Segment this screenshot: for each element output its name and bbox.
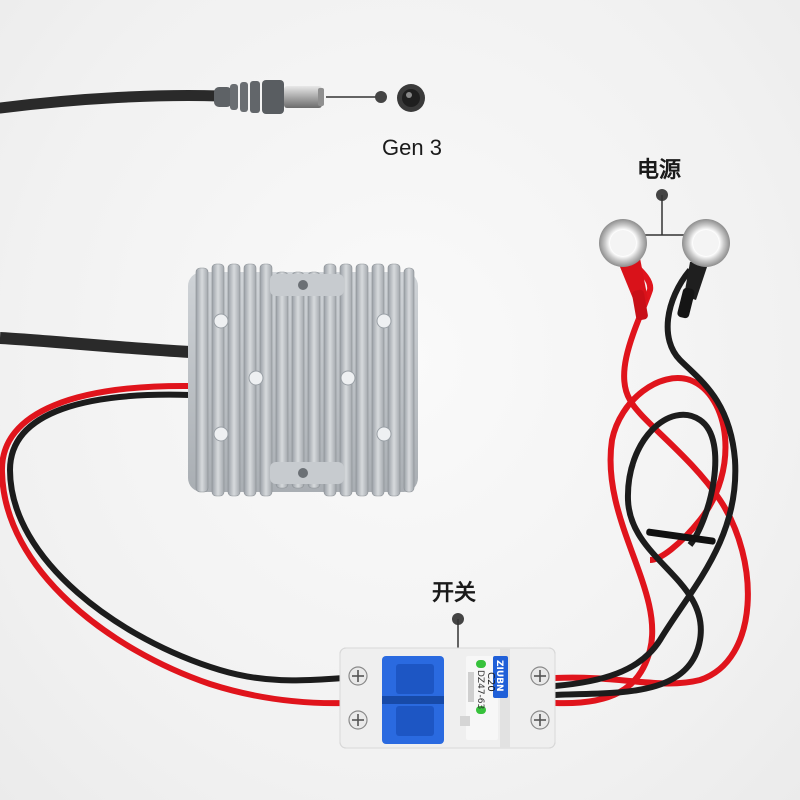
connector-leader-dot [375,91,387,103]
ring-terminal-red [599,219,648,321]
cable-tie [646,528,716,545]
breaker-indicator-top [476,660,486,668]
breaker-rating: C20 [485,672,496,692]
ring-terminal-black [677,219,730,319]
dc-converter-heatsink [188,263,418,497]
power-red-wire [554,257,751,687]
breaker-indicator-bottom [476,706,486,714]
breaker-brand-plate [493,656,508,698]
converter-black-wire [6,391,346,684]
converter-red-wire [0,382,346,707]
connector-label: Gen 3 [382,135,442,160]
dc-cable [0,90,226,114]
breaker-model: DZ47-63 [475,670,485,709]
converter-output-cable [0,332,191,358]
breaker-handle [382,656,444,744]
circuit-breaker: ZIUBN DZ47-63 C20 [339,647,556,749]
power-label: 电源 [637,158,682,183]
dc-plug-end-view [397,84,425,112]
switch-label: 开关 [432,581,477,606]
power-black-wire-loop [554,411,719,698]
breaker-brand: ZIUBN [494,660,504,692]
power-black-wire [554,268,739,689]
dc-plug [214,80,324,114]
